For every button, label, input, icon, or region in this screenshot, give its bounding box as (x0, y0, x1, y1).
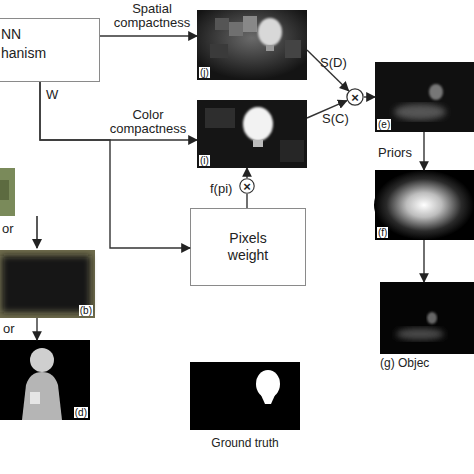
input-photo (0, 168, 15, 216)
image-panel: (b) (0, 250, 95, 318)
multiply-node: × (346, 88, 364, 106)
flow-arrow (100, 35, 197, 36)
flow-arrow (40, 82, 190, 248)
flow-arrow (246, 168, 247, 178)
node-text: Pixels weight (208, 230, 288, 264)
circle-outline (347, 89, 363, 105)
node-text: Ground truth (190, 436, 300, 450)
edge-label: S(D) (320, 56, 354, 70)
node-text: (i) (199, 155, 210, 166)
image-panel: (j) (197, 10, 307, 80)
image-panel: (i) (197, 100, 307, 168)
combined-map (375, 62, 474, 132)
process-box: Pixels weight (190, 208, 306, 286)
image-panel: (f) (375, 170, 474, 240)
ground-truth-mask (190, 362, 300, 430)
node-text: (j) (199, 67, 210, 78)
edge-label: Spatial compactness (108, 2, 196, 30)
multiply-node: × (239, 178, 255, 194)
node-text: (e) (377, 119, 391, 130)
flow-arrow (246, 194, 247, 208)
edge-label: S(C) (322, 112, 356, 126)
image-panel: (e) (375, 62, 474, 132)
node-text: (b) (79, 305, 93, 316)
node-text: (g) Objec (380, 356, 429, 370)
annotation-label: or (2, 222, 14, 236)
image-panel: (d) (0, 340, 90, 420)
flow-arrow (364, 96, 375, 97)
node-text: (f) (377, 227, 388, 238)
annotation-label: W (46, 88, 58, 102)
node-text: × (351, 91, 359, 104)
circle-outline (240, 179, 254, 193)
edge-label: f(pi) (210, 182, 240, 196)
image-panel: Ground truth (190, 362, 300, 430)
image-panel: (g) Objec (380, 282, 474, 354)
color-map (197, 100, 307, 168)
edge-label: Color compactness (100, 108, 196, 136)
flow-arrow (423, 132, 424, 170)
node-text: × (243, 180, 251, 193)
edge-label: or (3, 322, 33, 336)
edge-label: Priors (378, 146, 420, 160)
process-box: NN hanism (0, 18, 100, 82)
flow-arrow (36, 318, 37, 340)
node-text: NN hanism (1, 25, 57, 63)
center-prior (374, 170, 474, 240)
masked-photo (0, 250, 95, 318)
object-map (380, 282, 474, 354)
flow-arrow (36, 216, 38, 248)
saliency-result (0, 340, 90, 420)
flow-arrow (423, 240, 424, 282)
spatial-map (197, 10, 307, 80)
flow-arrow (40, 82, 197, 140)
node-text: (d) (74, 407, 88, 418)
